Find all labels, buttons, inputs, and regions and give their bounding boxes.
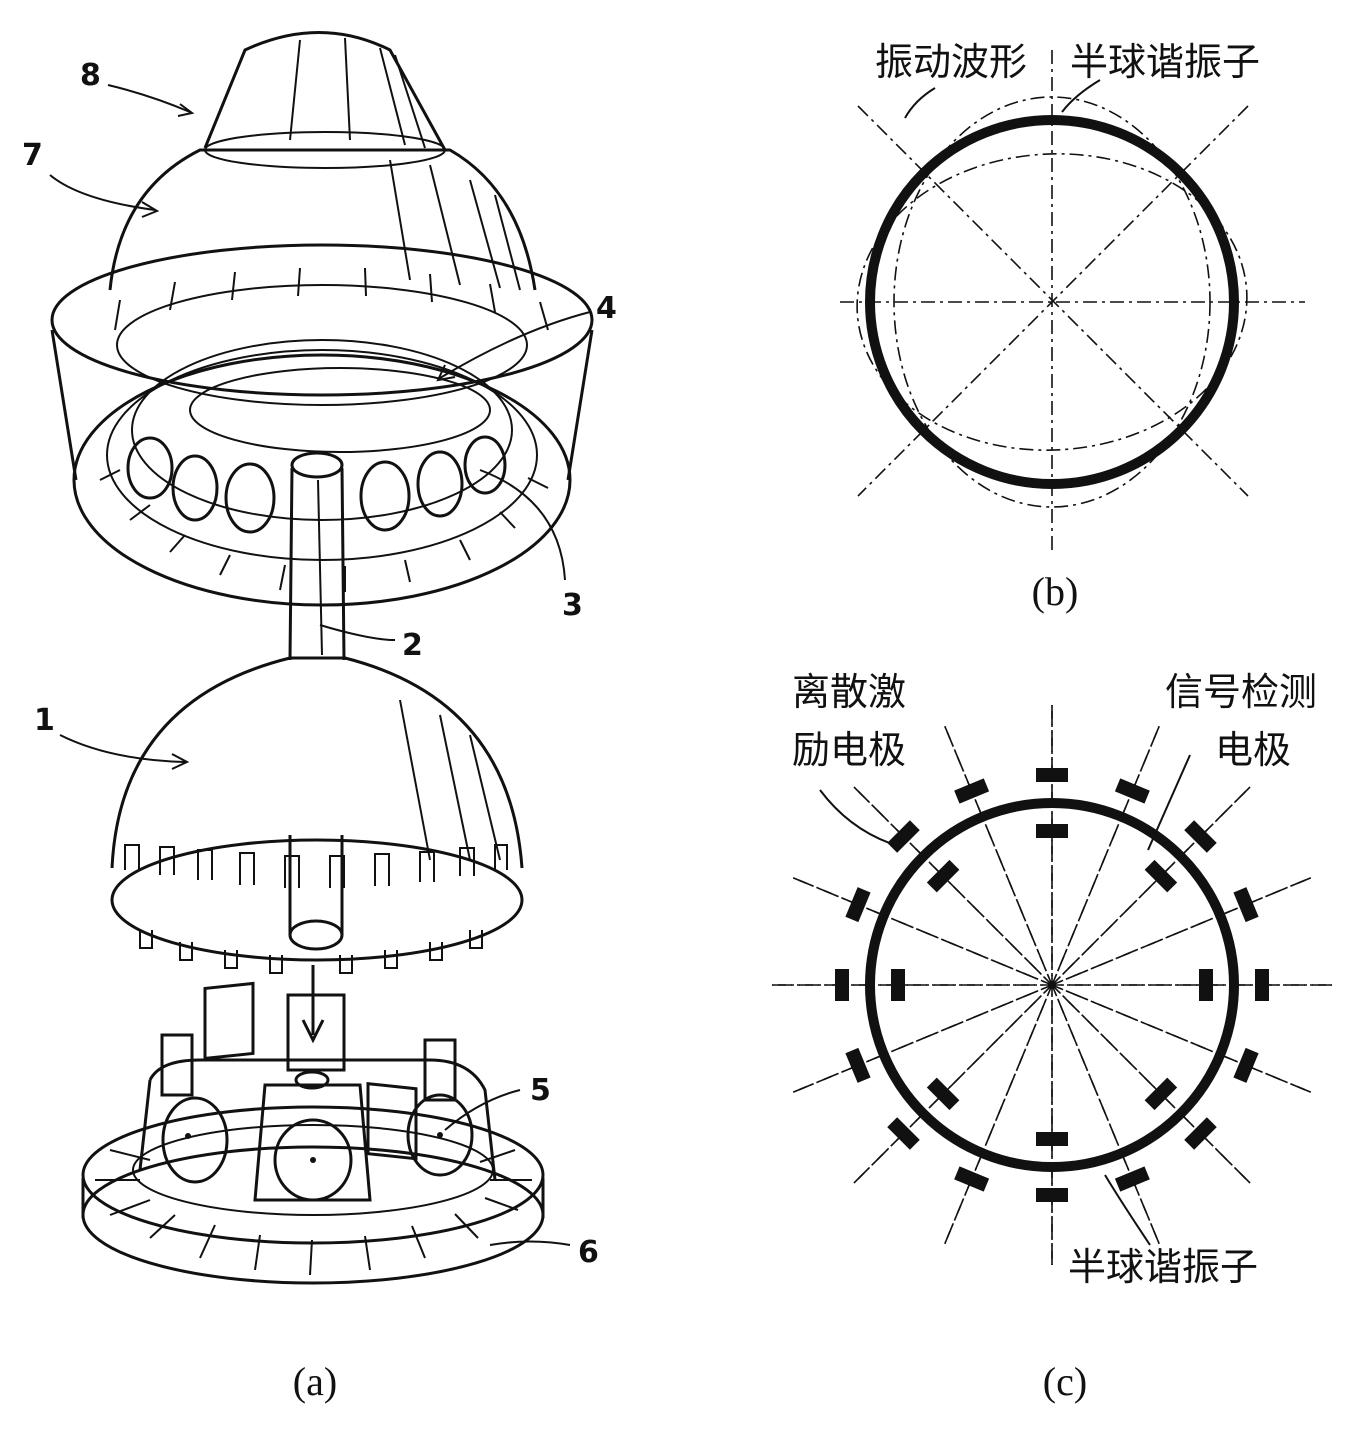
part-leader-lines bbox=[49, 84, 591, 1246]
electrode-outer bbox=[845, 1047, 871, 1083]
label-excitation-line2: 励电极 bbox=[792, 728, 906, 772]
part-7-housing bbox=[108, 148, 537, 291]
electrode-inner bbox=[1199, 969, 1213, 1001]
electrode-inner bbox=[1036, 1132, 1068, 1146]
panel-a-exploded-view: 8 7 4 3 2 1 5 6 (a) bbox=[22, 31, 617, 1404]
part-label-5: 5 bbox=[530, 1073, 551, 1108]
part-7-flange-ring bbox=[50, 243, 594, 607]
caption-c: (c) bbox=[1043, 1359, 1087, 1404]
electrode-outer bbox=[1036, 768, 1068, 782]
waveform-vertical-ellipse bbox=[893, 96, 1211, 508]
part-label-4: 4 bbox=[596, 291, 617, 326]
part-label-7: 7 bbox=[22, 138, 43, 173]
electrode-inner bbox=[926, 859, 960, 893]
label-detection-line1: 信号检测 bbox=[1165, 670, 1317, 714]
waveform-horizontal-ellipse bbox=[856, 153, 1248, 451]
electrode-inner bbox=[891, 969, 905, 1001]
electrode-outer bbox=[1036, 1188, 1068, 1202]
part-5-electrode-base bbox=[138, 981, 497, 1202]
part-6-base-ring bbox=[81, 1105, 545, 1285]
panel-b-leaders bbox=[904, 79, 1101, 119]
caption-a: (a) bbox=[293, 1359, 337, 1404]
electrode-outer bbox=[887, 1117, 920, 1150]
panel-c-electrode-layout: 离散激 励电极 信号检测 电极 半球谐振子 (c) bbox=[772, 670, 1332, 1404]
part-label-2: 2 bbox=[402, 628, 423, 663]
electrode-outer bbox=[845, 887, 871, 923]
electrode-outer bbox=[1114, 778, 1150, 804]
part-label-6: 6 bbox=[578, 1235, 599, 1270]
electrode-outer bbox=[1233, 887, 1259, 923]
electrode-outer bbox=[887, 820, 920, 853]
label-waveform: 振动波形 bbox=[875, 40, 1027, 84]
electrode-outer bbox=[1114, 1166, 1150, 1192]
electrode-inner bbox=[1036, 824, 1068, 838]
electrode-outer bbox=[954, 778, 990, 804]
label-detection-line2: 电极 bbox=[1215, 728, 1291, 772]
caption-b: (b) bbox=[1032, 569, 1079, 614]
electrode-outer bbox=[1255, 969, 1269, 1001]
electrode-inner bbox=[926, 1077, 960, 1111]
panel-c-leaders bbox=[819, 754, 1191, 1246]
panel-b-waveform: 振动波形 半球谐振子 (b) bbox=[840, 40, 1305, 614]
electrode-inner bbox=[1144, 859, 1178, 893]
electrode-inner bbox=[1144, 1077, 1178, 1111]
electrode-outer bbox=[1184, 820, 1217, 853]
electrode-outer bbox=[1184, 1117, 1217, 1150]
label-resonator-c: 半球谐振子 bbox=[1068, 1245, 1258, 1289]
part-1-hemisphere bbox=[110, 656, 524, 974]
label-resonator-b: 半球谐振子 bbox=[1070, 40, 1260, 84]
electrode-outer bbox=[835, 969, 849, 1001]
label-excitation-line1: 离散激 bbox=[792, 670, 906, 714]
part-2-stem bbox=[288, 451, 346, 661]
resonator-ring-c bbox=[865, 798, 1239, 1172]
electrode-outer bbox=[1233, 1047, 1259, 1083]
part-label-8: 8 bbox=[80, 58, 101, 93]
part-3-electrode-ring bbox=[126, 435, 507, 534]
part-label-1: 1 bbox=[34, 703, 55, 738]
part-8-cone bbox=[203, 31, 447, 169]
part-4-inner-disk bbox=[189, 367, 491, 453]
part-label-3: 3 bbox=[562, 588, 583, 623]
assembly-arrow bbox=[301, 965, 325, 1044]
electrode-outer bbox=[954, 1166, 990, 1192]
electrode-set bbox=[835, 768, 1269, 1202]
part-number-labels: 8 7 4 3 2 1 5 6 bbox=[22, 58, 617, 1270]
resonator-ring-b bbox=[865, 115, 1239, 489]
electrode-radial-lines bbox=[772, 705, 1332, 1265]
